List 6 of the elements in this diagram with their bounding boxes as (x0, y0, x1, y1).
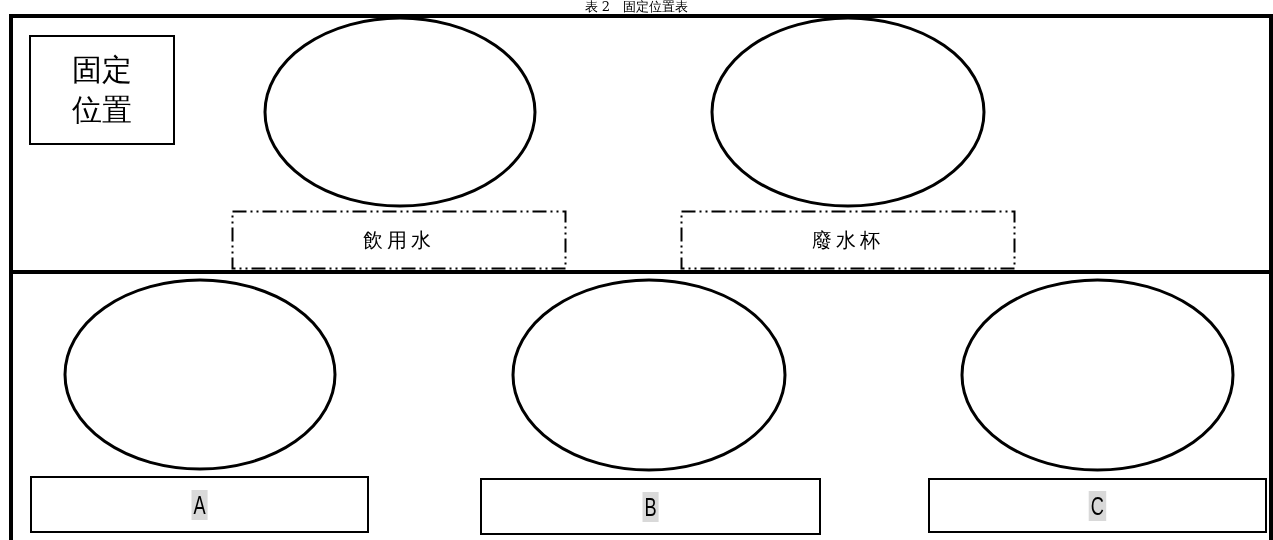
heading-box: 固定位置 (29, 35, 175, 145)
label-box: C (928, 478, 1267, 533)
label-box: 飲用水 (231, 210, 567, 270)
label-box: B (480, 478, 821, 535)
label-box: 廢水杯 (680, 210, 1016, 270)
label-box: A (30, 476, 369, 533)
